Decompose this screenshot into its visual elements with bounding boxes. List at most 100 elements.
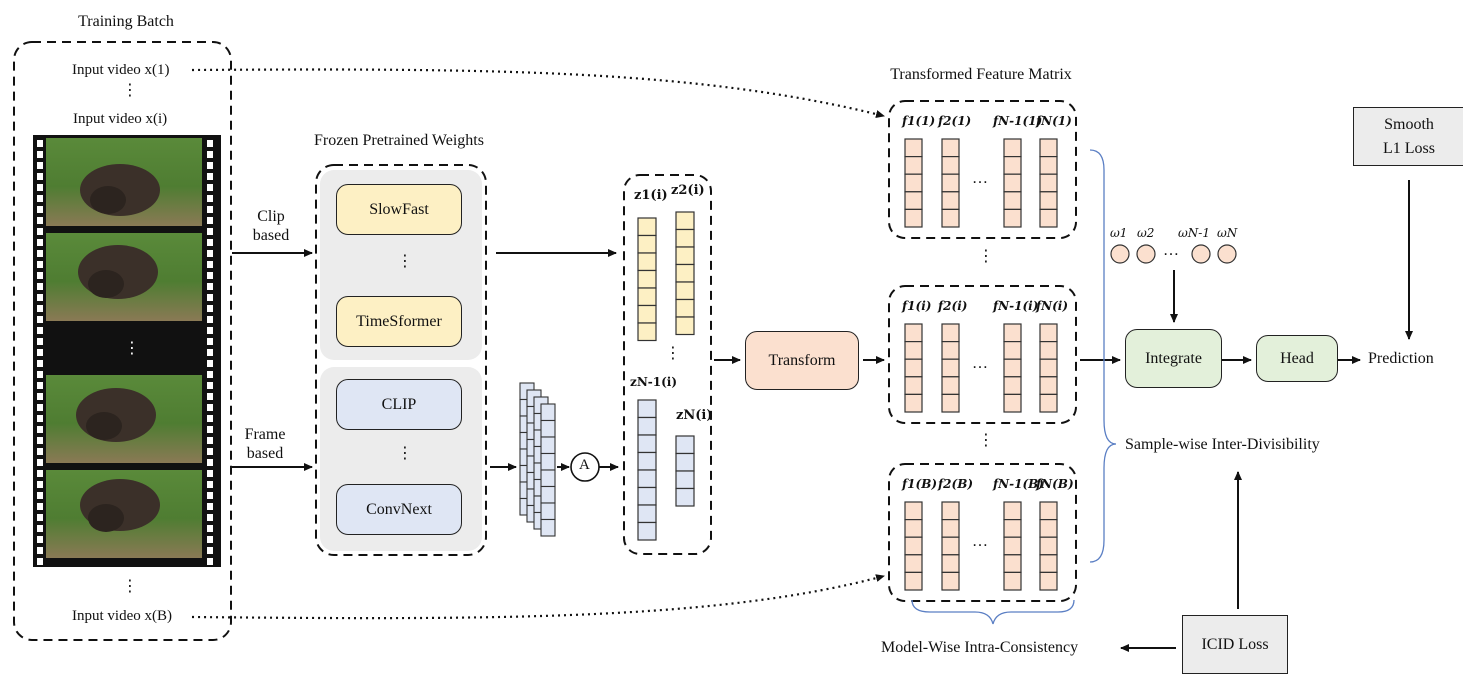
sprocket-hole (37, 481, 43, 488)
feature-cell (540, 403, 556, 422)
feature-cell (1039, 191, 1058, 211)
vdots-frame-models: ⋮ (397, 443, 413, 462)
sprocket-hole (37, 272, 43, 279)
hdots-matrix-b: … (972, 533, 988, 550)
sprocket-hole (207, 426, 213, 433)
vdots-batch-top: ⋮ (122, 80, 138, 99)
sprocket-hole (37, 283, 43, 290)
sprocket-hole (207, 239, 213, 246)
sprocket-hole (37, 404, 43, 411)
feature-cell (1039, 554, 1058, 573)
z1-vector (637, 217, 657, 342)
sprocket-hole (37, 536, 43, 543)
sprocket-hole (37, 448, 43, 455)
zN-label: zN(i) (676, 408, 713, 423)
feature-cell (637, 434, 657, 454)
clip-based-label: Clip based (252, 208, 290, 244)
feature-cell (675, 316, 695, 336)
feature-cell (1003, 173, 1022, 193)
sprocket-hole (207, 404, 213, 411)
feature-cell (1039, 156, 1058, 175)
feature-cell (1039, 341, 1058, 360)
arrows (232, 180, 1413, 652)
vdots-filmstrip: ⋮ (124, 338, 140, 357)
sprocket-hole (37, 415, 43, 422)
sprocket-hole (37, 382, 43, 389)
sprocket-hole (207, 547, 213, 554)
feature-cell (675, 228, 695, 248)
sprocket-hole (37, 514, 43, 521)
feature-cell (675, 211, 695, 231)
frozen-weights-box (315, 164, 487, 556)
feature-cell (637, 486, 657, 506)
video-frame-3 (46, 375, 202, 463)
feature-cell (637, 416, 657, 436)
feature-cell (637, 217, 657, 237)
feature-cell (941, 501, 960, 521)
feature-cell (637, 469, 657, 489)
sprocket-hole (37, 503, 43, 510)
head-node: Head (1256, 335, 1338, 382)
sprocket-hole (207, 250, 213, 257)
feature-cell (1003, 138, 1022, 158)
f-label-i-2: f2(i) (938, 299, 968, 313)
feature-cell (1003, 571, 1022, 591)
sprocket-hole (37, 327, 43, 334)
feature-cell (941, 536, 960, 556)
sprocket-hole (207, 294, 213, 301)
sprocket-hole (207, 459, 213, 466)
feature-cell (540, 518, 556, 537)
feature-cell (904, 536, 923, 556)
f-label-b-n1: fN-1(B) (993, 477, 1044, 491)
sprocket-hole (207, 151, 213, 158)
dotted-connectors (191, 68, 885, 620)
sprocket-hole (37, 426, 43, 433)
sprocket-hole (207, 184, 213, 191)
input-video-last: Input video x(B) (72, 608, 172, 624)
feature-cell (1003, 191, 1022, 211)
sprocket-hole (37, 239, 43, 246)
f-vector-2-2 (1003, 501, 1022, 591)
sprocket-hole (37, 261, 43, 268)
feature-cell (675, 246, 695, 266)
hdots-weights: … (1163, 242, 1179, 259)
feature-cell (675, 452, 695, 472)
transform-node: Transform (745, 331, 859, 390)
feature-cell (941, 208, 960, 228)
feature-cell (637, 252, 657, 272)
video-filmstrip (33, 135, 221, 567)
f-label-i-n: fN(i) (1036, 299, 1069, 313)
vdots-matrix-top: ⋮ (978, 246, 994, 265)
feature-cell (1039, 536, 1058, 556)
feature-cell (540, 419, 556, 438)
clip-node: CLIP (336, 379, 462, 430)
sprocket-hole (37, 173, 43, 180)
video-frame-1 (46, 138, 202, 226)
video-frame-4 (46, 470, 202, 558)
feature-cell (941, 393, 960, 413)
feature-cell (637, 269, 657, 289)
feature-cell (637, 504, 657, 524)
weight-label-n: ωN (1217, 226, 1238, 240)
sprocket-hole (207, 492, 213, 499)
training-batch-title: Training Batch (78, 13, 174, 30)
sprocket-hole (207, 349, 213, 356)
sprocket-hole (37, 294, 43, 301)
input-video-i: Input video x(i) (73, 111, 168, 127)
sprocket-hole (207, 140, 213, 147)
video-frame-2 (46, 233, 202, 321)
feature-matrix-box-1 (888, 100, 1077, 239)
feature-cell (675, 298, 695, 318)
prediction-label: Prediction (1368, 350, 1434, 367)
sprocket-hole (37, 437, 43, 444)
sprocket-hole (207, 481, 213, 488)
sprocket-hole (207, 371, 213, 378)
aggregate-symbol: A (579, 457, 590, 473)
feature-cell (904, 341, 923, 360)
sample-wise-brace (1089, 149, 1117, 563)
feature-cell (904, 501, 923, 521)
feature-cell (941, 341, 960, 360)
feature-cell (1003, 358, 1022, 378)
hdots-matrix-i: … (972, 355, 988, 372)
sprocket-hole (207, 173, 213, 180)
